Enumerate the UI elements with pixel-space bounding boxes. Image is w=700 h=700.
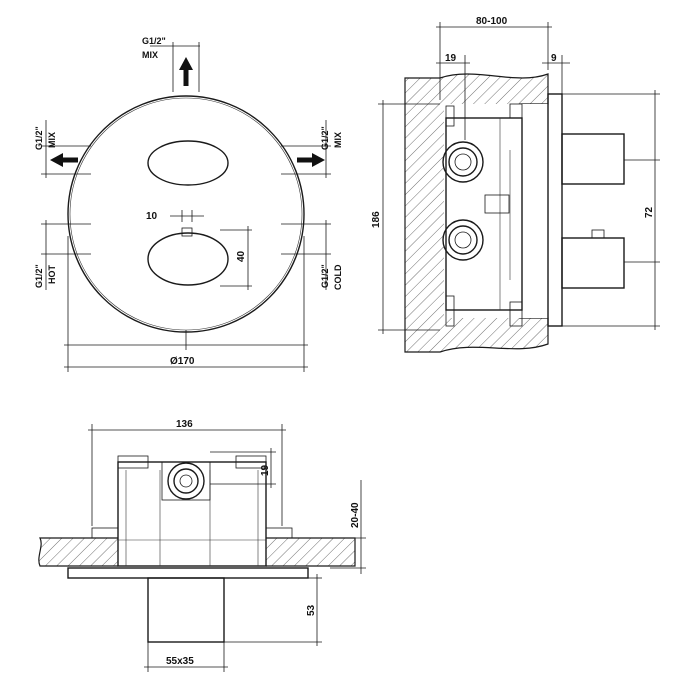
arrow-left-icon [50,153,78,167]
bottom-wall-opening [118,536,266,568]
port-cold: G1/2" COLD [281,220,343,290]
svg-text:53: 53 [306,604,317,616]
port-cold-label: COLD [333,264,343,290]
svg-text:136: 136 [176,419,193,430]
svg-text:19: 19 [260,464,271,476]
side-box-body [445,117,523,311]
svg-text:19: 19 [445,53,457,64]
lower-port-fitting [442,219,484,261]
svg-text:80-100: 80-100 [476,16,508,27]
dim-186: 186 [371,100,440,334]
front-plate-inner-circle [69,97,303,331]
upper-handle [147,140,229,186]
side-box-flange-bottom [445,295,455,327]
handle-stem [181,227,193,237]
bottom-view: 136 19 20-40 53 55x35 [38,419,366,672]
svg-text:186: 186 [371,211,382,228]
wall-cavity [444,104,548,318]
port-top-label: MIX [142,50,158,60]
arrow-up-icon [179,57,193,86]
dim-40: 40 [220,226,252,290]
front-view: G1/2" MIX G1/2" MIX G1/2" MIX G1/2" [34,36,343,372]
dim-diameter: Ø170 [64,236,308,372]
dim-9: 9 [542,53,570,94]
port-top-mix: G1/2" MIX [142,36,200,92]
port-right-label: MIX [333,132,343,148]
dim-53: 53 [224,574,322,646]
side-box-rib-bottom [509,301,523,327]
dim-136: 136 [88,419,286,526]
side-box-rib-top [509,103,523,119]
port-top-thread: G1/2" [142,36,166,46]
svg-text:40: 40 [236,250,247,262]
port-left-label: MIX [47,132,57,148]
upper-port-fitting [442,141,484,183]
diameter-label: Ø170 [170,356,195,367]
port-hot-label: HOT [47,265,57,285]
side-view: 80-100 19 9 186 72 [371,16,660,353]
svg-text:20-40: 20-40 [350,502,361,528]
side-handle-upper [561,133,625,185]
dim-72: 72 [562,90,660,330]
port-cold-thread: G1/2" [320,264,330,288]
svg-text:10: 10 [146,211,158,222]
dim-55x35: 55x35 [144,642,228,672]
port-right-thread: G1/2" [320,126,330,150]
svg-text:9: 9 [551,53,557,64]
svg-text:55x35: 55x35 [166,656,194,667]
lower-handle [147,232,229,286]
port-hot-thread: G1/2" [34,264,44,288]
port-left-mix: G1/2" MIX [34,120,91,178]
bottom-port-fitting [161,461,211,501]
side-box-flange-top [445,105,455,127]
bottom-handle [147,577,225,643]
port-right-mix: G1/2" MIX [281,120,343,178]
dim-80-100: 80-100 [436,16,552,100]
dim-10: 10 [146,210,204,222]
arrow-right-icon [297,153,325,167]
svg-text:72: 72 [644,206,655,218]
dim-20-40: 20-40 [330,480,366,574]
front-plate-circle [67,95,305,333]
dim-19-bottom: 19 [210,448,276,488]
side-cover-plate [547,93,563,327]
side-handle-lower [561,237,625,289]
bottom-cover-plate [67,567,309,579]
dim-19-side: 19 [436,53,470,140]
port-left-thread: G1/2" [34,126,44,150]
port-hot: G1/2" HOT [34,220,91,290]
